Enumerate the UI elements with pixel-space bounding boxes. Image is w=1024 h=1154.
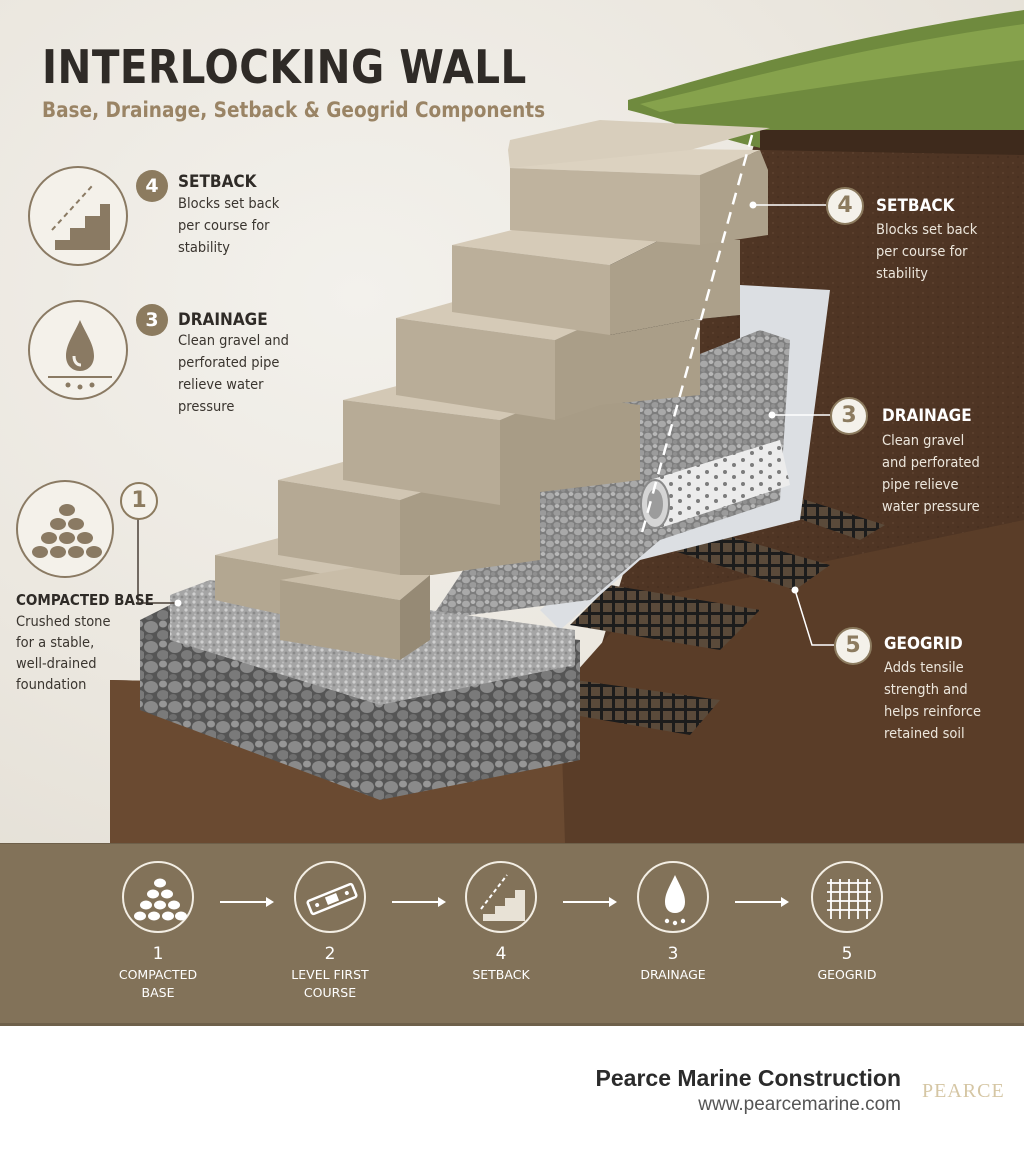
callout-number-badge: 5 bbox=[834, 627, 872, 665]
arrow-right-icon bbox=[563, 897, 617, 907]
callout-title-geogrid: GEOGRID bbox=[884, 634, 963, 654]
illustration-area: INTERLOCKING WALL Base, Drainage, Setbac… bbox=[0, 0, 1024, 843]
arrow-right-icon bbox=[220, 897, 274, 907]
geogrid-layer-1 bbox=[545, 680, 720, 735]
step-number: 1 bbox=[152, 944, 164, 964]
page-title: INTERLOCKING WALL bbox=[42, 40, 527, 94]
water-drop-icon bbox=[637, 861, 709, 933]
water-drop-icon bbox=[28, 300, 128, 400]
callout-number-badge: 1 bbox=[120, 482, 158, 520]
geogrid-layer-2 bbox=[570, 585, 760, 650]
footer-brand: Pearce Marine Construction www.pearcemar… bbox=[596, 1065, 901, 1116]
step-label: GEOGRID bbox=[817, 967, 877, 982]
page-subtitle: Base, Drainage, Setback & Geogrid Compon… bbox=[42, 98, 546, 122]
callout-number-badge: 4 bbox=[136, 170, 168, 202]
stairs-setback-icon bbox=[465, 861, 537, 933]
retaining-wall-blocks bbox=[215, 120, 770, 660]
callout-title-drainage: DRAINAGE bbox=[178, 310, 268, 330]
step-label: DRAINAGE bbox=[640, 967, 706, 982]
callout-title-setback: SETBACK bbox=[876, 196, 955, 216]
stairs-setback-icon bbox=[28, 166, 128, 266]
setback-line bbox=[638, 134, 754, 541]
step-number: 3 bbox=[667, 944, 679, 964]
stone-pile-icon bbox=[16, 480, 114, 578]
callout-number-badge: 3 bbox=[136, 304, 168, 336]
callout-title-drainage: DRAINAGE bbox=[882, 406, 972, 426]
callout-number-badge: 3 bbox=[830, 397, 868, 435]
geogrid-icon bbox=[811, 861, 883, 933]
step-number: 2 bbox=[324, 944, 336, 964]
callout-title-compacted-base: COMPACTED BASE bbox=[16, 591, 154, 609]
company-website[interactable]: www.pearcemarine.com bbox=[698, 1094, 901, 1115]
step-number: 4 bbox=[495, 944, 507, 964]
callout-number-badge: 4 bbox=[826, 187, 864, 225]
step-number: 5 bbox=[841, 944, 853, 964]
step-label: SETBACK bbox=[472, 967, 530, 982]
wall-cross-section-illustration bbox=[110, 10, 1024, 843]
perforated-pipe bbox=[650, 440, 790, 528]
level-tool-icon bbox=[294, 861, 366, 933]
geogrid-layer-3 bbox=[665, 528, 830, 590]
company-logo: PEARCE bbox=[922, 1080, 1005, 1102]
callout-title-setback: SETBACK bbox=[178, 172, 257, 192]
stone-pile-icon bbox=[122, 861, 194, 933]
arrow-right-icon bbox=[392, 897, 446, 907]
arrow-right-icon bbox=[735, 897, 789, 907]
company-name: Pearce Marine Construction bbox=[595, 1065, 901, 1091]
